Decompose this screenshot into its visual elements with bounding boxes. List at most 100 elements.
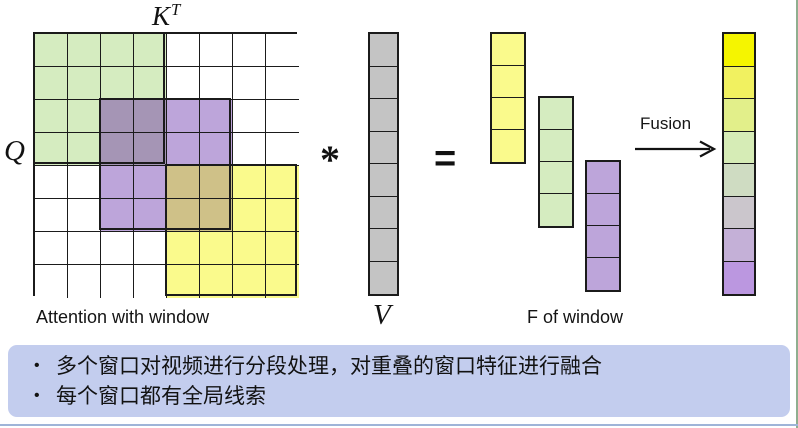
f-window-green[interactable] bbox=[538, 96, 574, 228]
attention-cell-r2-c7[interactable] bbox=[266, 100, 299, 133]
attention-cell-r3-c4[interactable] bbox=[167, 133, 200, 166]
attention-cell-r0-c4[interactable] bbox=[167, 34, 200, 67]
attention-cell-r2-c1[interactable] bbox=[68, 100, 101, 133]
summary-bullet-panel: •多个窗口对视频进行分段处理，对重叠的窗口特征进行融合•每个窗口都有全局线索 bbox=[8, 345, 790, 417]
attention-cell-r6-c2[interactable] bbox=[101, 232, 134, 265]
attention-cell-r7-c3[interactable] bbox=[134, 265, 167, 298]
attention-cell-r1-c0[interactable] bbox=[35, 67, 68, 100]
f-window-green-cell-3[interactable] bbox=[540, 194, 572, 226]
attention-cell-r0-c2[interactable] bbox=[101, 34, 134, 67]
attention-cell-r6-c7[interactable] bbox=[266, 232, 299, 265]
fused-cell-5[interactable] bbox=[724, 196, 754, 229]
attention-cell-r7-c1[interactable] bbox=[68, 265, 101, 298]
f-window-purple[interactable] bbox=[585, 160, 621, 292]
attention-cell-r6-c3[interactable] bbox=[134, 232, 167, 265]
attention-cell-r7-c5[interactable] bbox=[200, 265, 233, 298]
attention-cell-r4-c7[interactable] bbox=[266, 166, 299, 199]
v-cell-2[interactable] bbox=[370, 99, 397, 132]
attention-cell-r7-c2[interactable] bbox=[101, 265, 134, 298]
attention-cell-r5-c6[interactable] bbox=[233, 199, 266, 232]
fused-cell-6[interactable] bbox=[724, 229, 754, 262]
attention-cell-r5-c2[interactable] bbox=[101, 199, 134, 232]
fused-feature-vector[interactable] bbox=[722, 32, 756, 296]
attention-cell-r2-c4[interactable] bbox=[167, 100, 200, 133]
attention-cell-r5-c4[interactable] bbox=[167, 199, 200, 232]
v-cell-6[interactable] bbox=[370, 229, 397, 262]
attention-cell-r4-c0[interactable] bbox=[35, 166, 68, 199]
attention-cell-r0-c6[interactable] bbox=[233, 34, 266, 67]
attention-matrix[interactable] bbox=[33, 32, 299, 298]
attention-cell-r3-c6[interactable] bbox=[233, 133, 266, 166]
f-window-purple-cell-2[interactable] bbox=[587, 226, 619, 258]
attention-cell-r7-c7[interactable] bbox=[266, 265, 299, 298]
attention-cell-r4-c5[interactable] bbox=[200, 166, 233, 199]
fused-cell-7[interactable] bbox=[724, 261, 754, 294]
f-window-yellow-cell-3[interactable] bbox=[492, 130, 524, 162]
attention-cell-r1-c5[interactable] bbox=[200, 67, 233, 100]
attention-cell-r3-c2[interactable] bbox=[101, 133, 134, 166]
fused-cell-3[interactable] bbox=[724, 131, 754, 164]
attention-cell-r2-c5[interactable] bbox=[200, 100, 233, 133]
fused-cell-1[interactable] bbox=[724, 66, 754, 99]
f-window-yellow-cell-1[interactable] bbox=[492, 66, 524, 98]
attention-cell-r6-c1[interactable] bbox=[68, 232, 101, 265]
v-cell-3[interactable] bbox=[370, 131, 397, 164]
attention-cell-r4-c6[interactable] bbox=[233, 166, 266, 199]
f-window-purple-cell-0[interactable] bbox=[587, 162, 619, 194]
v-cell-7[interactable] bbox=[370, 261, 397, 294]
attention-cell-r1-c7[interactable] bbox=[266, 67, 299, 100]
attention-cell-r2-c2[interactable] bbox=[101, 100, 134, 133]
attention-cell-r4-c4[interactable] bbox=[167, 166, 200, 199]
v-cell-5[interactable] bbox=[370, 196, 397, 229]
f-window-yellow-cell-0[interactable] bbox=[492, 34, 524, 66]
attention-cell-r6-c4[interactable] bbox=[167, 232, 200, 265]
attention-cell-r1-c6[interactable] bbox=[233, 67, 266, 100]
attention-cell-r4-c2[interactable] bbox=[101, 166, 134, 199]
f-window-purple-cell-3[interactable] bbox=[587, 258, 619, 290]
attention-cell-r1-c3[interactable] bbox=[134, 67, 167, 100]
attention-cell-r7-c6[interactable] bbox=[233, 265, 266, 298]
attention-cell-r3-c0[interactable] bbox=[35, 133, 68, 166]
v-cell-4[interactable] bbox=[370, 164, 397, 197]
attention-cell-r4-c1[interactable] bbox=[68, 166, 101, 199]
v-cell-0[interactable] bbox=[370, 34, 397, 67]
attention-cell-r6-c6[interactable] bbox=[233, 232, 266, 265]
attention-cell-r0-c5[interactable] bbox=[200, 34, 233, 67]
v-vector[interactable] bbox=[368, 32, 399, 296]
f-window-purple-cell-1[interactable] bbox=[587, 194, 619, 226]
attention-cell-r5-c5[interactable] bbox=[200, 199, 233, 232]
f-window-yellow-cell-2[interactable] bbox=[492, 98, 524, 130]
v-cell-1[interactable] bbox=[370, 66, 397, 99]
fused-cell-4[interactable] bbox=[724, 164, 754, 197]
attention-cell-r7-c4[interactable] bbox=[167, 265, 200, 298]
fused-cell-0[interactable] bbox=[724, 34, 754, 67]
attention-cell-r0-c3[interactable] bbox=[134, 34, 167, 67]
f-window-yellow[interactable] bbox=[490, 32, 526, 164]
attention-cell-r6-c0[interactable] bbox=[35, 232, 68, 265]
attention-cell-r5-c7[interactable] bbox=[266, 199, 299, 232]
attention-cell-r3-c7[interactable] bbox=[266, 133, 299, 166]
attention-cell-r0-c7[interactable] bbox=[266, 34, 299, 67]
attention-cell-r7-c0[interactable] bbox=[35, 265, 68, 298]
attention-cell-r1-c1[interactable] bbox=[68, 67, 101, 100]
attention-cell-r0-c1[interactable] bbox=[68, 34, 101, 67]
attention-cell-r2-c3[interactable] bbox=[134, 100, 167, 133]
attention-cell-r2-c6[interactable] bbox=[233, 100, 266, 133]
attention-cell-r1-c4[interactable] bbox=[167, 67, 200, 100]
attention-cell-r0-c0[interactable] bbox=[35, 34, 68, 67]
attention-cell-r5-c1[interactable] bbox=[68, 199, 101, 232]
fused-cell-2[interactable] bbox=[724, 99, 754, 132]
f-window-green-cell-0[interactable] bbox=[540, 98, 572, 130]
attention-cell-r3-c3[interactable] bbox=[134, 133, 167, 166]
attention-cell-r4-c3[interactable] bbox=[134, 166, 167, 199]
attention-cell-r3-c1[interactable] bbox=[68, 133, 101, 166]
attention-cell-r3-c5[interactable] bbox=[200, 133, 233, 166]
attention-cell-r6-c5[interactable] bbox=[200, 232, 233, 265]
attention-cell-r2-c0[interactable] bbox=[35, 100, 68, 133]
attention-cell-r5-c3[interactable] bbox=[134, 199, 167, 232]
f-window-green-cell-2[interactable] bbox=[540, 162, 572, 194]
attention-cell-r5-c0[interactable] bbox=[35, 199, 68, 232]
f-window-green-cell-1[interactable] bbox=[540, 130, 572, 162]
attention-cell-r1-c2[interactable] bbox=[101, 67, 134, 100]
